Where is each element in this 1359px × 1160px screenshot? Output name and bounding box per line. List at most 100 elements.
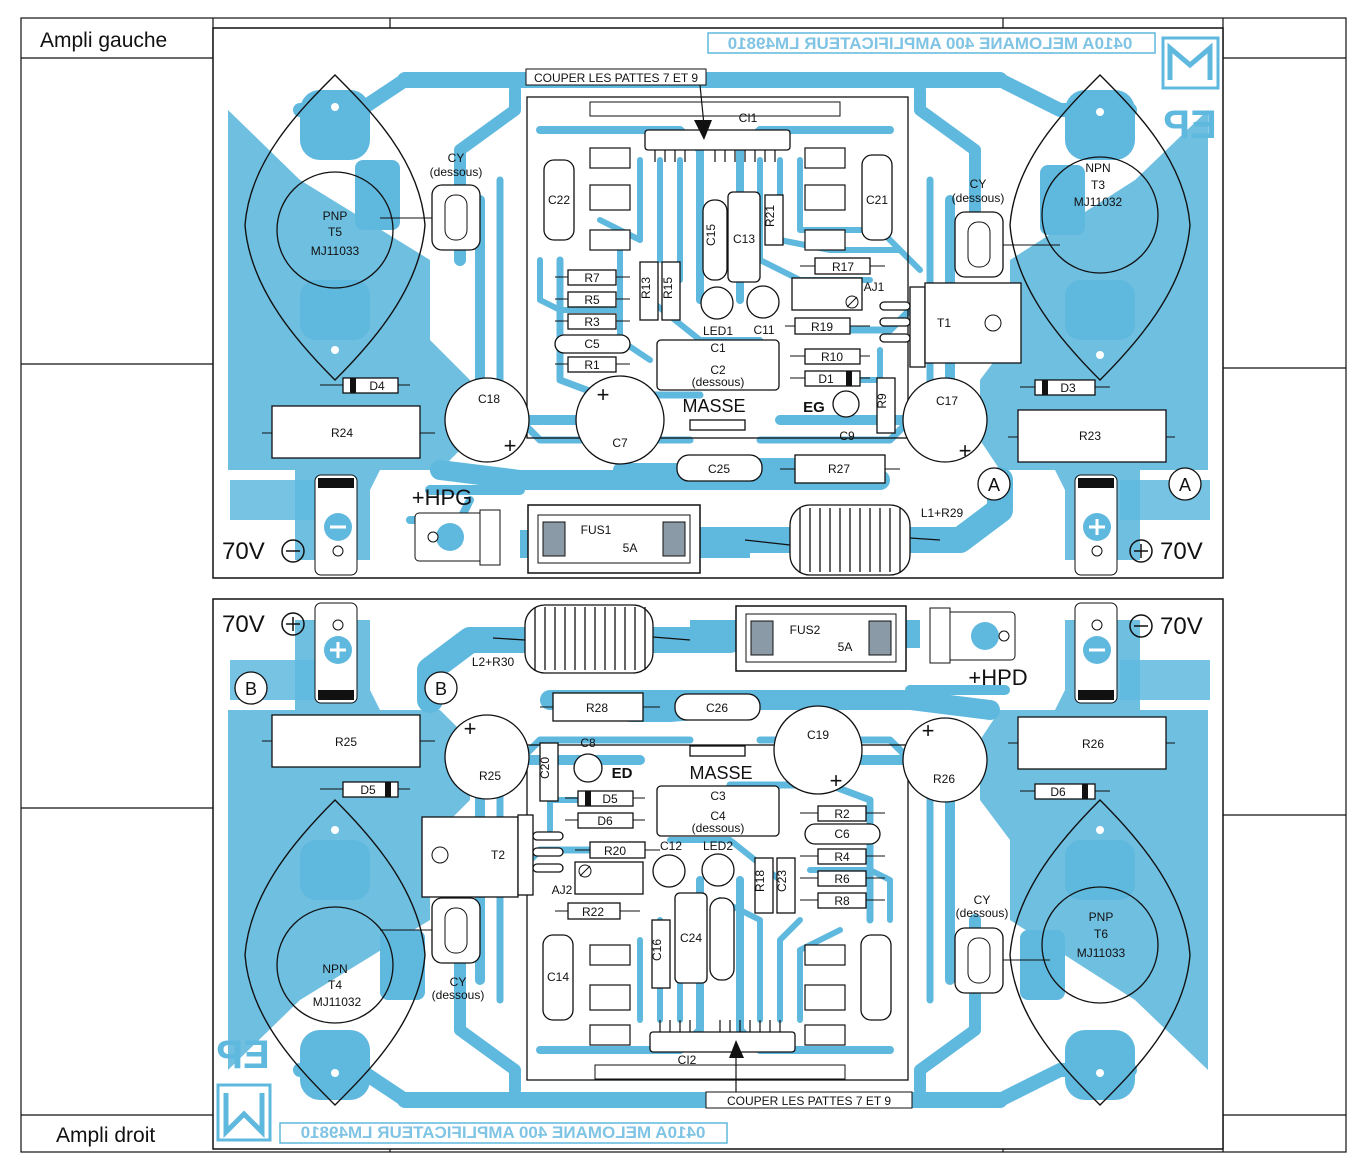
r27-label: R27 — [828, 462, 850, 476]
t5-type-label: PNP — [323, 209, 348, 223]
cy-right-bottom: CY (dessous) — [954, 893, 1050, 994]
r9-label: R9 — [875, 393, 889, 409]
fuse-fus1: FUS1 5A — [527, 504, 701, 574]
led1 — [700, 286, 734, 320]
masse-top: MASSE — [682, 396, 745, 416]
transistor-t4: NPN T4 MJ11032 — [244, 799, 426, 1106]
c17-label: C17 — [936, 394, 958, 408]
cy-left-top-label: CY — [448, 151, 465, 165]
banner-bottom: 0410A MELOMANE 400 AMPLIFICATEUR LM49810 — [279, 1122, 728, 1144]
r9 — [876, 377, 896, 434]
c2-sub-label: (dessous) — [692, 375, 745, 389]
r23-label: R23 — [1079, 429, 1101, 443]
r7-label: R7 — [584, 271, 600, 285]
d2 — [577, 790, 634, 807]
c8-label: C19 — [807, 728, 829, 742]
cy-left-bottom: CY (dessous) — [380, 897, 485, 1002]
t6-type-label: PNP — [1089, 910, 1114, 924]
c20 — [902, 717, 988, 803]
c9 — [832, 390, 860, 418]
marker-b-left-label: B — [245, 679, 257, 699]
top-heatsink-fins — [589, 147, 846, 251]
t1-label: T1 — [937, 316, 951, 330]
c11-label: C11 — [753, 323, 774, 337]
r27 — [794, 454, 886, 484]
cut-note-top-box — [525, 68, 707, 86]
top-left-resistors: R7 R5 R3 C5 R1 — [554, 269, 631, 373]
c7 — [575, 375, 665, 465]
r11-label: C20 — [538, 757, 552, 779]
transistor-t6: PNP T6 MJ11033 — [1009, 799, 1191, 1106]
c12-label: C12 — [660, 839, 682, 853]
ed-label: ED — [612, 765, 633, 782]
cy-left-top: CY (dessous) — [380, 151, 482, 251]
r10 — [804, 348, 861, 365]
r5-label: R5 — [584, 293, 600, 307]
logo-bottom-text: EP — [216, 1033, 269, 1077]
v-right-top: 70V — [1160, 538, 1203, 565]
logo-top-text: EP — [1163, 103, 1216, 147]
v-left-top: 70V — [222, 538, 265, 565]
transistor-t3: NPN T3 MJ11032 — [1009, 74, 1191, 381]
r4-label: R4 — [834, 850, 850, 864]
t3-type-label: NPN — [1085, 161, 1110, 175]
c13-label: C13 — [733, 232, 755, 246]
d5-label: D5 — [360, 783, 376, 797]
cy-left-bottom-sub: (dessous) — [432, 988, 485, 1002]
c5-label: C5 — [584, 337, 600, 351]
r28 — [552, 692, 644, 722]
r19-label: R19 — [811, 320, 833, 334]
bottom-board: NPN T4 MJ11032 PNP T6 MJ11033 CY (dessou… — [212, 598, 1224, 1150]
t4-type-label: NPN — [322, 962, 347, 976]
r12-label: D6 — [597, 814, 613, 828]
r21-label: R21 — [763, 205, 777, 227]
bottom-heatsink-outline — [526, 744, 909, 1081]
c21 — [861, 154, 893, 241]
led2 — [701, 853, 735, 887]
c24 — [860, 934, 892, 1021]
r21 — [764, 194, 784, 246]
r22-label: C16 — [650, 939, 664, 961]
r16-label: R18 — [753, 870, 767, 892]
cut-note-bottom: COUPER LES PATTES 7 ET 9 — [727, 1094, 891, 1108]
c20-plus: + — [922, 718, 935, 743]
r17-label: R17 — [832, 260, 854, 274]
cy-right-bottom-sub: (dessous) — [956, 906, 1009, 920]
ci1-label: CI1 — [739, 111, 758, 125]
c4-sub-label: (dessous) — [692, 821, 745, 835]
fuse-fus2: FUS2 5A — [735, 605, 907, 672]
c10-label: C8 — [580, 736, 596, 750]
c7-label: C7 — [612, 436, 628, 450]
r2-label: R2 — [834, 807, 850, 821]
led2-label: LED2 — [703, 839, 733, 853]
r22 — [651, 919, 671, 989]
r6-label: R6 — [834, 872, 850, 886]
v-left-bottom: 70V — [222, 611, 265, 638]
l2-label: L2+R30 — [472, 655, 515, 669]
r25-label: R25 — [335, 735, 357, 749]
c18-plus: + — [504, 433, 517, 458]
c14 — [674, 892, 708, 984]
banner-top-text: 0410A MELOMANE 400 AMPLIFICATEUR LM49810 — [728, 34, 1133, 53]
cy-right-top: CY (dessous) — [952, 177, 1060, 278]
c22-label: C22 — [548, 193, 570, 207]
led1-label: LED1 — [703, 324, 733, 338]
d1-label: D1 — [818, 372, 834, 386]
transistor-t5: PNP T5 MJ11033 — [244, 74, 426, 381]
r26-label: R26 — [1082, 737, 1104, 751]
t4-ref-label: T4 — [328, 978, 342, 992]
masse-bottom-pad — [689, 745, 746, 757]
hpd-label: +HPD — [968, 665, 1027, 690]
c19-plus: + — [464, 716, 477, 741]
marker-a-left — [977, 467, 1011, 501]
coil-l2: L2+R30 — [472, 604, 691, 674]
d5 — [342, 781, 399, 798]
c23 — [542, 934, 574, 1021]
r17 — [814, 257, 871, 275]
terminal-70v-plus-bottom: 70V — [222, 602, 358, 704]
c17 — [902, 377, 988, 463]
d3-label: D3 — [1060, 381, 1076, 395]
aj1-label: AJ1 — [864, 280, 885, 294]
c21-label: C21 — [866, 193, 888, 207]
c14-label: C24 — [680, 931, 702, 945]
